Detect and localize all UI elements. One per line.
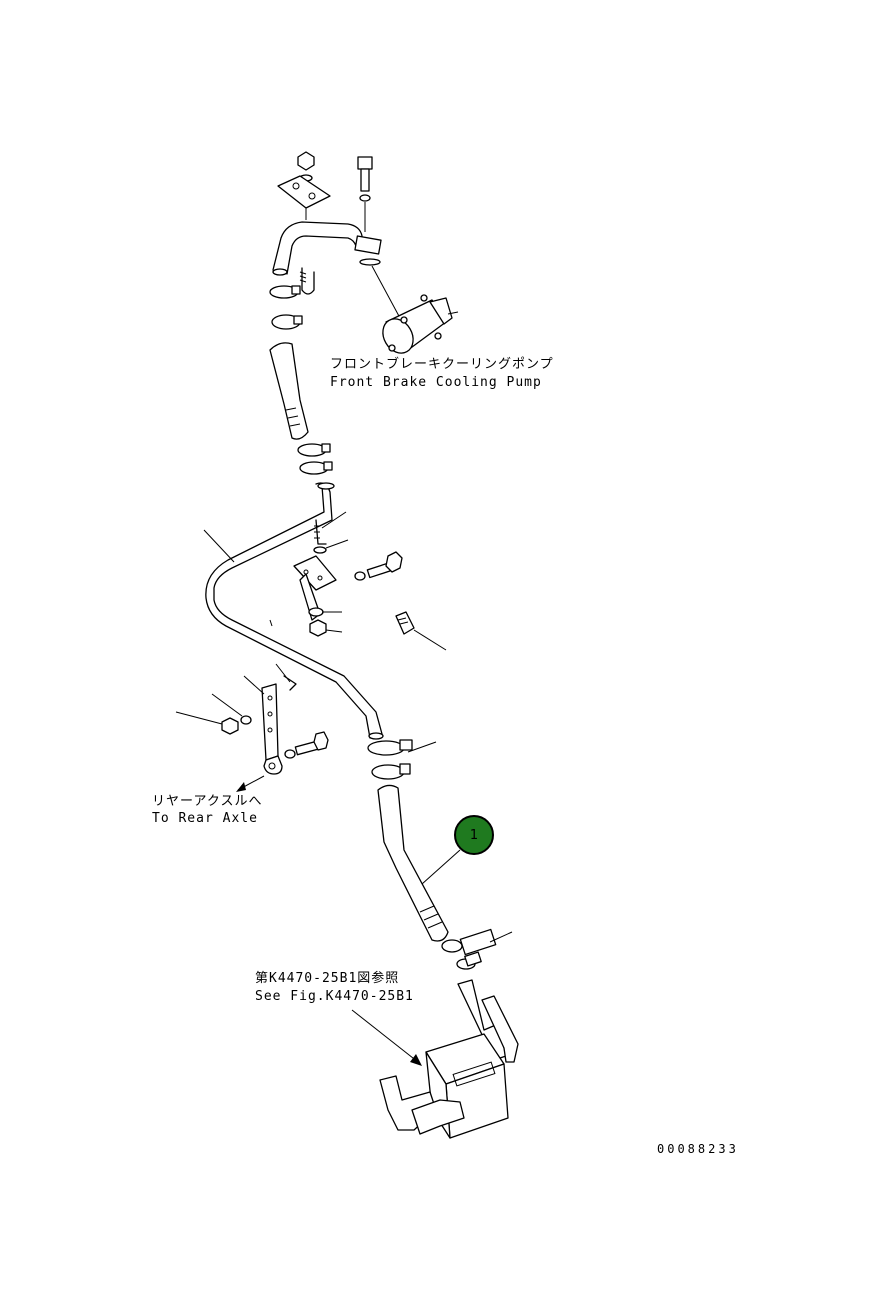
- figure-ref-en: See Fig.K4470-25B1: [255, 989, 414, 1004]
- main-tube: [205, 482, 384, 740]
- figure-ref-jp: 第K4470-25B1図参照: [255, 971, 400, 986]
- lower-hose: [377, 784, 449, 942]
- leader-lines: [175, 511, 513, 1066]
- part-callout-1[interactable]: 1: [454, 815, 494, 855]
- upper-hose: [269, 342, 309, 440]
- hose-clamps-mid: [297, 443, 333, 475]
- left-bracket: [261, 683, 283, 775]
- mid-bracket: [293, 555, 337, 637]
- upper-tube: [272, 221, 382, 276]
- cooler-fittings: [441, 928, 497, 970]
- pump-label-jp: フロントブレーキクーリングポンプ: [330, 357, 554, 372]
- rear-axle-label-en: To Rear Axle: [152, 811, 258, 826]
- left-nut-washer: [221, 715, 252, 735]
- mid-clip: [313, 519, 327, 554]
- pump: [371, 265, 459, 354]
- callout-number: 1: [469, 827, 479, 843]
- pump-label-en: Front Brake Cooling Pump: [330, 375, 542, 390]
- oil-cooler: [379, 979, 519, 1139]
- clamp-upper: [269, 285, 303, 330]
- top-bracket: [277, 175, 331, 220]
- u-bolt: [299, 267, 315, 295]
- left-clip: [283, 675, 297, 691]
- mid-bolt: [354, 551, 403, 581]
- drawing-number: 00088233: [657, 1142, 739, 1156]
- top-bolt: [357, 156, 373, 232]
- left-bolt: [284, 731, 329, 759]
- lower-clamps: [367, 739, 413, 780]
- rear-axle-label-jp: リヤーアクスルへ: [152, 794, 263, 809]
- elbow-fitting: [395, 611, 415, 635]
